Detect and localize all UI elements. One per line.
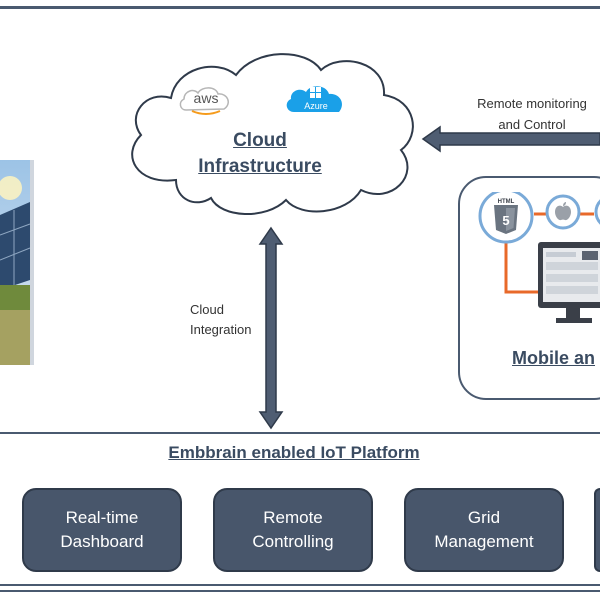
- platform-module-cropped[interactable]: [594, 488, 600, 572]
- remote-monitoring-label: Remote monitoring and Control: [462, 93, 600, 135]
- remote-controlling-button[interactable]: Remote Controlling: [213, 488, 373, 572]
- html5-badge-label: HTML: [497, 199, 515, 205]
- remote-control-arrow: [421, 125, 600, 153]
- remote-label-line1: Remote monitoring: [477, 96, 587, 111]
- mobile-app-graphic: [478, 192, 600, 323]
- cloud-int-line1: Cloud: [190, 302, 224, 317]
- azure-label: Azure: [304, 101, 328, 111]
- module-label-line1: Real-time: [65, 508, 139, 527]
- remote-label-line2: and Control: [498, 117, 566, 132]
- cloud-infrastructure-title: Cloud Infrastructure: [180, 128, 340, 180]
- aws-label: aws: [193, 90, 219, 106]
- module-label-line1: Remote: [263, 508, 323, 527]
- aws-logo-icon: [179, 87, 229, 115]
- module-label-line2: Dashboard: [60, 532, 144, 551]
- apple-icon: [555, 202, 571, 221]
- iot-platform-title: Embbrain enabled IoT Platform: [168, 443, 420, 462]
- frame-top-border: [0, 6, 600, 9]
- module-label-line2: Management: [434, 532, 534, 551]
- cloud-integration-label: Cloud Integration: [190, 300, 270, 340]
- cloud-title-line2: Infrastructure: [198, 156, 322, 177]
- cloud-int-line2: Integration: [190, 322, 252, 337]
- grid-management-button[interactable]: Grid Management: [404, 488, 564, 572]
- mobile-app-label: Mobile an: [512, 348, 596, 368]
- svg-text:5: 5: [502, 213, 509, 228]
- azure-logo-icon: [286, 86, 343, 112]
- module-label-line1: Grid: [467, 508, 501, 527]
- html5-icon: 5: [494, 205, 518, 234]
- cloud-integration-arrow: [258, 226, 284, 430]
- solar-panel-image: [0, 160, 34, 365]
- module-label-line2: Controlling: [252, 532, 334, 551]
- realtime-dashboard-button[interactable]: Real-time Dashboard: [22, 488, 182, 572]
- frame-bottom-border: [0, 590, 600, 592]
- cloud-title-line1: Cloud: [233, 130, 287, 151]
